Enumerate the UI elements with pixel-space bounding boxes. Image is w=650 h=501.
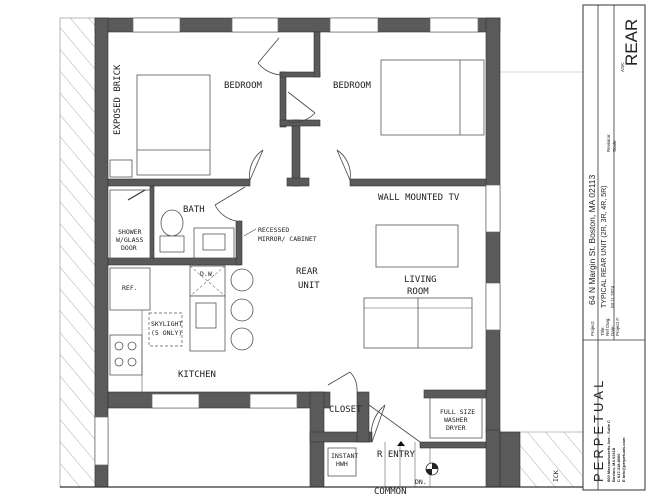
shower-label-3: DOOR bbox=[121, 244, 137, 252]
recessed-mirror-label: RECESSED bbox=[258, 226, 289, 234]
bedroom-right-label: BEDROOM bbox=[333, 81, 372, 91]
bed-left bbox=[136, 74, 211, 176]
stool bbox=[230, 327, 254, 351]
ref-label: REF. bbox=[122, 284, 138, 292]
date-value: 03.11.2024 bbox=[610, 285, 615, 308]
sheet-name: REAR bbox=[622, 19, 641, 66]
instant-hwh-label: INSTANT bbox=[331, 452, 358, 460]
skylight bbox=[148, 312, 183, 347]
ref-dwg-label: Ref Dwg: bbox=[605, 317, 610, 336]
washer-label-3: DRYER bbox=[446, 424, 466, 432]
stool bbox=[230, 268, 254, 292]
skylight-label: SKYLIGHT bbox=[151, 320, 182, 328]
shower-label-2: W/GLASS bbox=[116, 236, 143, 244]
project-label: Project: bbox=[590, 321, 595, 336]
skylight-label-2: (5 ONLY) bbox=[151, 329, 182, 337]
drawing-title: TYPICAL REAR UNIT (2R, 3R, 4R, 5R) bbox=[601, 185, 608, 308]
instant-water-heater bbox=[327, 447, 357, 477]
washer-label: FULL SIZE bbox=[440, 408, 475, 416]
firm-logo: PERPETUAL bbox=[591, 378, 606, 482]
title-block: PERPETUAL 600 Massachusetts Ave - Suite … bbox=[582, 4, 646, 491]
unit-label-2: UNIT bbox=[298, 281, 320, 291]
tv-console bbox=[375, 224, 459, 268]
exterior-hatch-left bbox=[59, 17, 96, 488]
toilet bbox=[160, 209, 184, 237]
instant-hwh-label-2: HWH bbox=[336, 460, 348, 468]
kitchen-label: KITCHEN bbox=[178, 370, 216, 380]
revision-label: Revision: bbox=[606, 133, 611, 152]
washer-dryer bbox=[429, 397, 483, 439]
shower-label: SHOWER bbox=[118, 228, 142, 236]
firm-phone: C 617.318.8000 bbox=[616, 453, 621, 482]
ask-label: ASK: bbox=[620, 62, 625, 72]
doors bbox=[214, 37, 421, 443]
closet-label: CLOSET bbox=[329, 405, 362, 415]
brick-partial-label: ICK bbox=[552, 470, 560, 482]
exterior-hatch-bottom-right bbox=[520, 432, 582, 487]
refrigerator bbox=[109, 267, 151, 311]
washer-label-2: WASHER bbox=[444, 416, 468, 424]
shower bbox=[109, 189, 151, 259]
windows bbox=[94, 17, 501, 466]
exposed-brick-label: EXPOSED BRICK bbox=[113, 64, 123, 135]
furniture bbox=[109, 59, 485, 487]
firm-address-2: Boston, MA 02118 bbox=[611, 447, 616, 482]
bed-right bbox=[380, 59, 485, 136]
stool bbox=[230, 298, 254, 322]
scale-label: Scale: bbox=[612, 139, 617, 152]
wall-tv-label: WALL MOUNTED TV bbox=[378, 193, 460, 203]
firm-address: 600 Massachusetts Ave - Suite C bbox=[606, 420, 611, 482]
project-address: 64 N Margin St. Boston, MA 02113 bbox=[587, 174, 597, 305]
firm-email: E info@perpetuals.com bbox=[621, 437, 626, 482]
unit-label: REAR bbox=[296, 267, 318, 277]
room-labels: EXPOSED BRICK BEDROOM BEDROOM BATH SHOWE… bbox=[113, 64, 560, 497]
recessed-mirror-label-2: MIRROR/ CABINET bbox=[258, 235, 317, 243]
dn-label: DN. bbox=[415, 478, 427, 486]
date-label: Date: bbox=[610, 325, 615, 336]
bedroom-left-label: BEDROOM bbox=[224, 81, 263, 91]
living-room-label-2: ROOM bbox=[407, 287, 429, 297]
title-label: Title: bbox=[600, 326, 605, 336]
common-label: COMMON bbox=[374, 487, 407, 497]
dw-label: D.W. bbox=[200, 270, 216, 278]
entry-label: R ENTRY bbox=[377, 450, 416, 460]
project-number-label: Project #: bbox=[615, 317, 620, 336]
range bbox=[109, 334, 143, 376]
entry-arrow-icon bbox=[397, 441, 405, 446]
bath-label: BATH bbox=[183, 205, 205, 215]
living-room-label: LIVING bbox=[404, 275, 437, 285]
